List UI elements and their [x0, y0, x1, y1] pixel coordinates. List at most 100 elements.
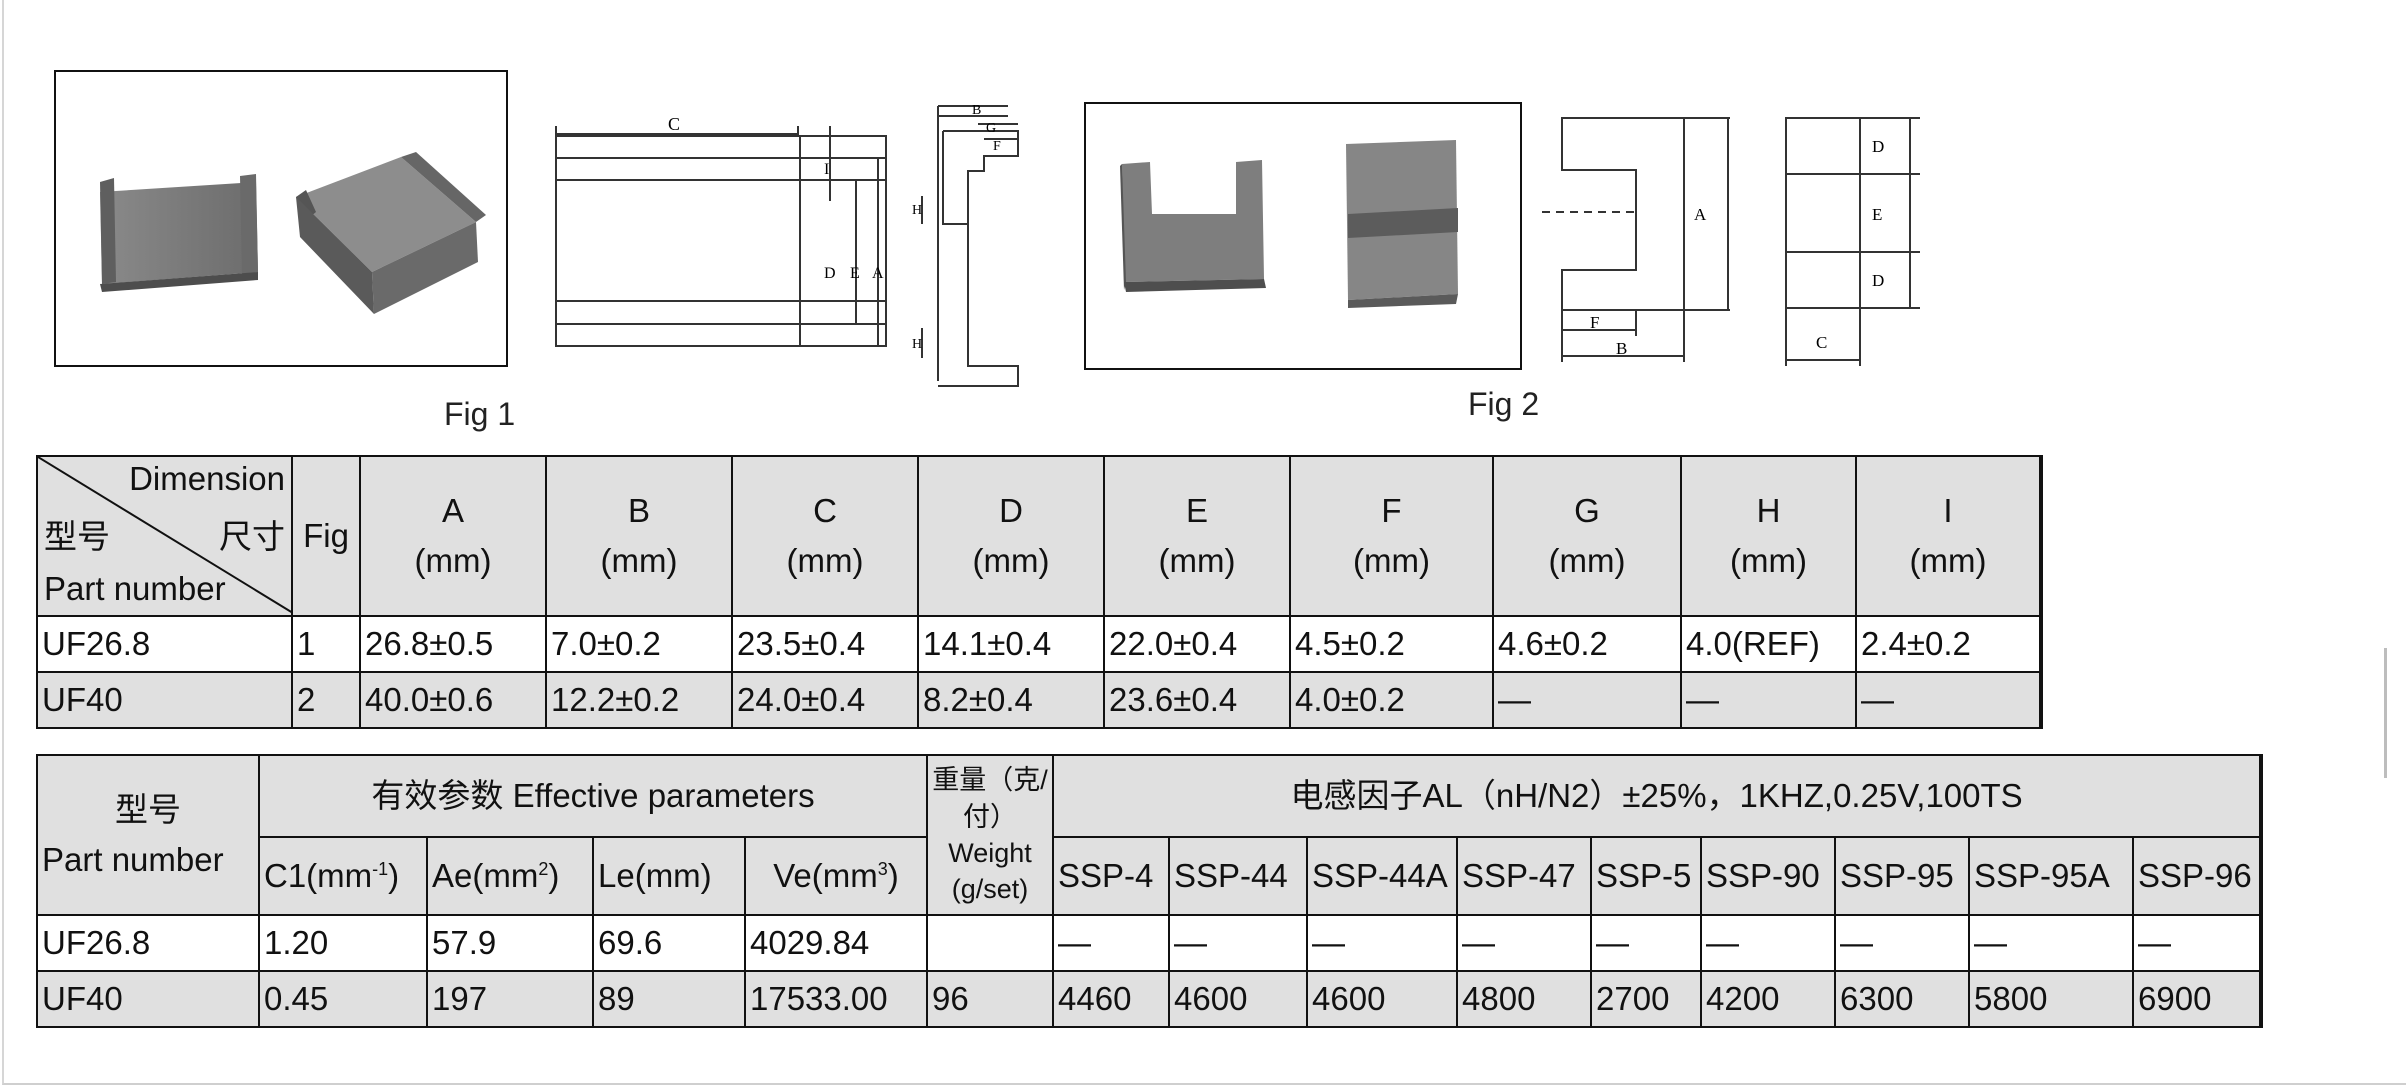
cell-weight — [926, 914, 1055, 972]
col-header-h: H(mm) — [1680, 455, 1857, 617]
cell-ae: 57.9 — [426, 914, 594, 972]
corner-part-number: Part number — [44, 570, 226, 607]
scrollbar[interactable] — [2384, 648, 2387, 778]
param-part-header: 型号 Part number — [36, 754, 260, 916]
fig2-label-b: B — [1616, 339, 1627, 358]
col-b-label: B — [627, 491, 650, 529]
col-header-e: E(mm) — [1103, 455, 1291, 617]
cell-al: 4600 — [1168, 970, 1309, 1028]
cell-h: 4.0(REF) — [1680, 615, 1857, 673]
fig2-ferrite-cores-image — [1120, 140, 1458, 308]
material-ssp-5: SSP-5 — [1590, 836, 1703, 916]
col-header-i: I(mm) — [1855, 455, 2043, 617]
cell-ve: 4029.84 — [743, 914, 929, 972]
dimension-table: Dimension 型号 尺寸 Part number Fig A(mm) B(… — [36, 455, 2043, 729]
cell-al: 6300 — [1834, 970, 1971, 1028]
cell-c1: 0.45 — [258, 970, 428, 1028]
col-h-unit: (mm) — [1730, 542, 1807, 579]
fig1-label-h-top: H — [912, 203, 922, 218]
ve-end: ) — [887, 856, 899, 894]
cell-a: 26.8±0.5 — [359, 615, 547, 673]
row-fig: 2 — [291, 671, 361, 729]
cell-c: 23.5±0.4 — [731, 615, 919, 673]
cell-al: — — [1700, 914, 1837, 972]
cell-al: — — [1456, 914, 1593, 972]
fig2-label-d-top: D — [1872, 137, 1884, 156]
effective-params-header: 有效参数 Effective parameters — [257, 754, 929, 838]
col-f-unit: (mm) — [1353, 542, 1430, 579]
cell-al: — — [1052, 914, 1171, 972]
ae-sup: 2 — [538, 858, 549, 879]
cell-e: 23.6±0.4 — [1103, 671, 1291, 729]
material-ssp-44a: SSP-44A — [1306, 836, 1459, 916]
ve-base: Ve(mm — [773, 856, 878, 894]
c1-header: C1(mm-1) — [258, 836, 428, 916]
cell-b: 12.2±0.2 — [545, 671, 733, 729]
fig1-label-g: G — [986, 121, 996, 136]
col-d-label: D — [999, 491, 1023, 529]
fig2-label-e: E — [1872, 205, 1882, 224]
material-ssp-47: SSP-47 — [1456, 836, 1593, 916]
cell-b: 7.0±0.2 — [545, 615, 733, 673]
fig2-label-c: C — [1816, 333, 1827, 352]
row-part: UF26.8 — [36, 914, 260, 972]
cell-h: — — [1680, 671, 1857, 729]
cell-al: — — [1306, 914, 1459, 972]
fig1-label-h-bottom: H — [912, 337, 922, 352]
fig2-photo — [1084, 102, 1522, 370]
fig1-label-c: C — [668, 114, 680, 134]
fig1-ferrite-cores-image — [100, 152, 486, 314]
table-row: UF26.8 1 26.8±0.5 7.0±0.2 23.5±0.4 14.1±… — [36, 615, 2043, 673]
col-e-label: E — [1185, 491, 1208, 529]
row-fig: 1 — [291, 615, 361, 673]
material-ssp-95: SSP-95 — [1834, 836, 1971, 916]
cell-d: 14.1±0.4 — [917, 615, 1105, 673]
cell-al: 4460 — [1052, 970, 1171, 1028]
cell-g: 4.6±0.2 — [1492, 615, 1682, 673]
fig2-label-a: A — [1694, 205, 1707, 224]
weight-header: 重量（克/付） Weight (g/set) — [926, 754, 1055, 916]
fig1-dimension-drawing: C I D E A B G F H H — [555, 103, 1019, 387]
col-g-label: G — [1574, 491, 1600, 529]
le-header: Le(mm) — [592, 836, 746, 916]
fig1-label-a: A — [872, 265, 884, 282]
col-header-g: G(mm) — [1492, 455, 1682, 617]
col-header-c: C(mm) — [731, 455, 919, 617]
corner-diagonal — [39, 458, 290, 613]
col-c-unit: (mm) — [786, 542, 864, 579]
cell-al: 4600 — [1306, 970, 1459, 1028]
cell-al: 4800 — [1456, 970, 1593, 1028]
ae-end: ) — [548, 856, 560, 894]
cell-i: — — [1855, 671, 2043, 729]
cell-al: 2700 — [1590, 970, 1703, 1028]
ve-header: Ve(mm3) — [743, 836, 929, 916]
row-part: UF40 — [36, 671, 293, 729]
row-part: UF26.8 — [36, 615, 293, 673]
cell-a: 40.0±0.6 — [359, 671, 547, 729]
fig2-label-d-bottom: D — [1872, 271, 1884, 290]
cell-le: 89 — [592, 970, 746, 1028]
al-header: 电感因子AL（nH/N2）±25%，1KHZ,0.25V,100TS — [1052, 754, 2264, 838]
parameters-table: 型号 Part number 有效参数 Effective parameters… — [36, 754, 2264, 1028]
fig2-label-f: F — [1590, 313, 1599, 332]
c1-end: ) — [388, 856, 400, 894]
cell-i: 2.4±0.2 — [1855, 615, 2043, 673]
cell-ve: 17533.00 — [743, 970, 929, 1028]
col-header-f: F(mm) — [1289, 455, 1494, 617]
cell-weight: 96 — [926, 970, 1055, 1028]
material-ssp-95a: SSP-95A — [1968, 836, 2135, 916]
cell-al: — — [1834, 914, 1971, 972]
col-header-d: D(mm) — [917, 455, 1105, 617]
weight-cn: 重量（克/付） — [932, 765, 1048, 832]
cell-f: 4.0±0.2 — [1289, 671, 1494, 729]
fig1-label-e: E — [850, 265, 860, 282]
c1-sup: -1 — [372, 858, 389, 879]
fig1-caption: Fig 1 — [444, 396, 516, 432]
cell-f: 4.5±0.2 — [1289, 615, 1494, 673]
cell-al: — — [1590, 914, 1703, 972]
table-row: UF26.8 1.20 57.9 69.6 4029.84 — — — — — … — [36, 914, 2264, 972]
fig1-label-b: B — [972, 103, 981, 118]
col-header-b: B(mm) — [545, 455, 733, 617]
material-ssp-44: SSP-44 — [1168, 836, 1309, 916]
